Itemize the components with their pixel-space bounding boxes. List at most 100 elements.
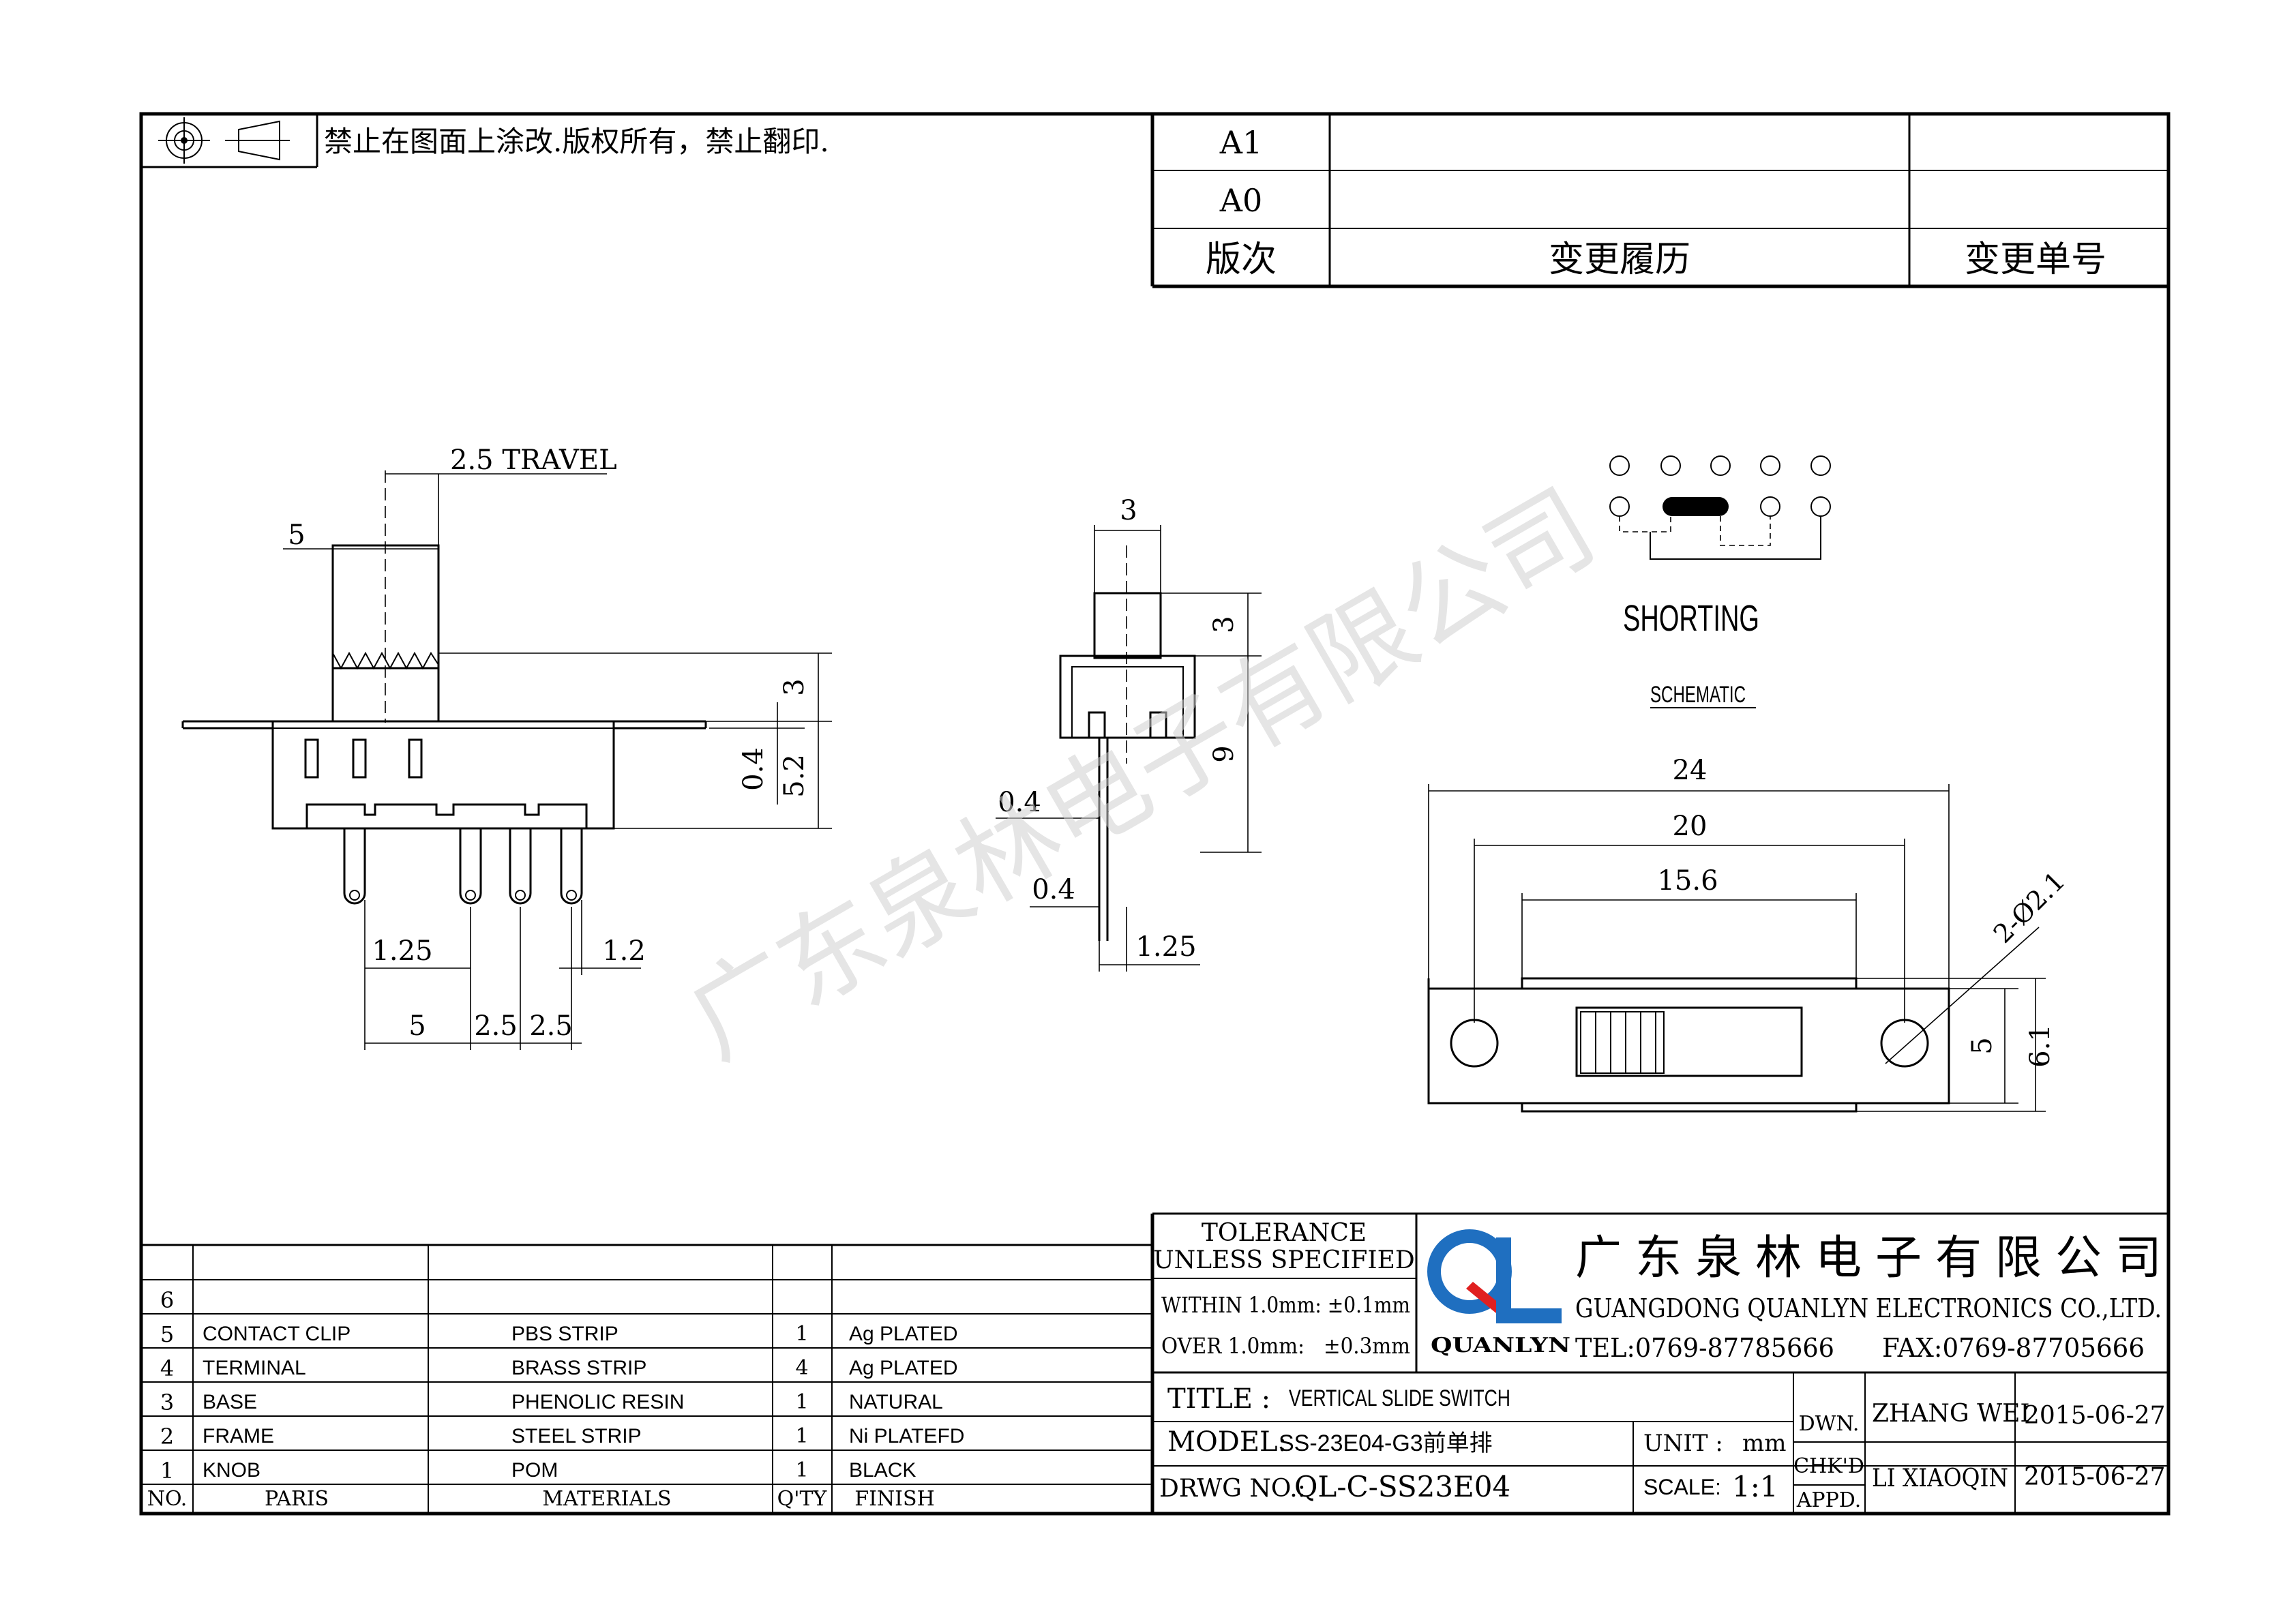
dim-0-4-end-a: 0.4: [998, 787, 1041, 818]
revision-col-rev: 版次: [1206, 239, 1277, 280]
bom-header-qty: Q'TY: [777, 1487, 828, 1511]
bom-table: 6 5 CONTACT CLIP PBS STRIP 1 Ag PLATED 4…: [141, 1244, 1152, 1514]
bom-part: FRAME: [203, 1425, 274, 1447]
drawn-date: 2015-06-27: [2024, 1402, 2166, 1430]
bom-finish: Ni PLATEFD: [849, 1425, 964, 1447]
bom-part: BASE: [203, 1391, 257, 1413]
dim-travel: 2.5 TRAVEL: [450, 445, 617, 476]
bom-no: 3: [160, 1390, 174, 1415]
dim-5-bottom: 5: [408, 1010, 426, 1042]
bom-qty: 4: [795, 1356, 808, 1380]
title-label: TITLE :: [1167, 1383, 1270, 1415]
drwg-label: DRWG NO.:: [1159, 1475, 1306, 1503]
dim-3-side: 3: [779, 678, 810, 695]
bom-material: STEEL STRIP: [511, 1425, 642, 1447]
scale-label: SCALE:: [1643, 1475, 1721, 1499]
bom-no: 5: [160, 1321, 174, 1347]
bom-no: 2: [160, 1424, 174, 1450]
bom-finish: Ag PLATED: [849, 1357, 958, 1379]
end-view: 3 3 9 0.4 0.4 1.25: [996, 495, 1262, 972]
drawn-by: ZHANG WEI: [1872, 1400, 2030, 1428]
appd-label: APPD.: [1796, 1488, 1862, 1512]
company-name-cn: 广东泉林电子有限公司: [1575, 1231, 2162, 1285]
bom-material: POM: [511, 1459, 558, 1482]
bom-row: 1 KNOB POM 1 BLACK: [160, 1458, 916, 1484]
dim-5-top: 5: [288, 520, 305, 551]
top-view: 24 20 15.6 2-Ø2.1 5 6.1: [1427, 755, 2071, 1113]
bom-row: 3 BASE PHENOLIC RESIN 1 NATURAL: [160, 1390, 943, 1415]
revision-table: A1 A0 版次 变更履历 变更单号: [1150, 114, 2168, 288]
company-tel: TEL:0769-87785666: [1575, 1333, 1834, 1363]
model-value: SS-23E04-G3前单排: [1279, 1430, 1493, 1456]
side-view-pins: [343, 828, 583, 905]
chkd-label: CHK'D: [1793, 1454, 1864, 1478]
bom-no: 1: [160, 1458, 174, 1484]
dim-2-5a: 2.5: [474, 1010, 518, 1042]
bom-finish: BLACK: [849, 1459, 916, 1482]
company-logo: QUANLYN: [1427, 1229, 1570, 1357]
bom-material: PBS STRIP: [511, 1323, 618, 1345]
mount-hole-left: [1450, 1019, 1499, 1068]
copyright-notice: 禁止在图面上涂改.版权所有，禁止翻印.: [324, 125, 829, 158]
tolerance-title: TOLERANCE: [1202, 1219, 1367, 1247]
logo-text: QUANLYN: [1431, 1334, 1570, 1357]
dim-5-top-view: 5: [1967, 1037, 1998, 1054]
bom-header-row: NO. PARIS MATERIALS Q'TY FINISH: [147, 1487, 935, 1511]
projection-symbol-icon: [158, 117, 290, 164]
dim-3-end-right: 3: [1208, 616, 1240, 633]
revision-a1: A1: [1219, 124, 1263, 161]
dim-15-6: 15.6: [1657, 865, 1718, 897]
dim-1-25-end: 1.25: [1135, 931, 1196, 963]
bom-qty: 1: [795, 1390, 808, 1414]
revision-col-history: 变更履历: [1549, 239, 1690, 280]
schematic-label: SCHEMATIC: [1650, 682, 1746, 708]
title-block: TOLERANCE UNLESS SPECIFIED WITHIN 1.0mm:…: [1150, 1212, 2168, 1514]
bom-row: 5 CONTACT CLIP PBS STRIP 1 Ag PLATED: [160, 1321, 958, 1347]
checked-date: 2015-06-27: [2024, 1463, 2166, 1491]
revision-col-number: 变更单号: [1965, 239, 2106, 280]
dwn-label: DWN.: [1799, 1412, 1860, 1436]
dim-0-4-end-b: 0.4: [1032, 874, 1075, 905]
tolerance-subtitle: UNLESS SPECIFIED: [1153, 1246, 1414, 1274]
bom-header-finish: FINISH: [854, 1487, 934, 1511]
scale-value: 1:1: [1732, 1470, 1778, 1503]
dim-6-1: 6.1: [2025, 1024, 2056, 1068]
bom-header-part: PARIS: [265, 1487, 329, 1511]
company-fax: FAX:0769-87705666: [1882, 1333, 2145, 1363]
dim-20: 20: [1673, 811, 1708, 842]
dim-3-end-top: 3: [1120, 495, 1137, 526]
bom-header-material: MATERIALS: [542, 1487, 671, 1511]
bom-part: TERMINAL: [203, 1357, 306, 1379]
drwg-value: QL-C-SS23E04: [1294, 1470, 1510, 1503]
dim-5-2-side: 5.2: [779, 754, 810, 798]
title-value: VERTICAL SLIDE SWITCH: [1289, 1385, 1510, 1411]
notice-box: 禁止在图面上涂改.版权所有，禁止翻印.: [141, 114, 829, 168]
bom-qty: 1: [795, 1458, 808, 1482]
bom-finish: NATURAL: [849, 1391, 943, 1413]
side-view: 2.5 TRAVEL 5 3 0.4 5.2 1.25 1.2 5 2.5 2.…: [181, 445, 832, 1050]
dim-1-25-side: 1.25: [372, 935, 432, 967]
mount-hole-right: [1880, 1019, 1929, 1068]
bom-row: 4 TERMINAL BRASS STRIP 4 Ag PLATED: [160, 1355, 958, 1381]
checked-by: LI XIAOQIN: [1872, 1465, 2008, 1492]
model-label: MODEL:: [1167, 1426, 1287, 1458]
dim-1-2-side: 1.2: [602, 935, 646, 967]
unit-value: mm: [1742, 1430, 1786, 1457]
bom-part: KNOB: [203, 1459, 260, 1482]
dim-2-5b: 2.5: [529, 1010, 573, 1042]
company-name-en: GUANGDONG QUANLYN ELECTRONICS CO.,LTD.: [1575, 1293, 2162, 1323]
tolerance-over: OVER 1.0mm: ±0.3mm: [1161, 1333, 1410, 1359]
bom-finish: Ag PLATED: [849, 1323, 958, 1345]
bom-material: PHENOLIC RESIN: [511, 1391, 684, 1413]
revision-a0: A0: [1219, 182, 1263, 219]
shorting-schematic: SHORTING SCHEMATIC: [1609, 455, 1831, 708]
bom-qty: 1: [795, 1322, 808, 1346]
bom-part: CONTACT CLIP: [203, 1323, 351, 1345]
dim-24: 24: [1673, 755, 1708, 786]
schematic-shorting: SHORTING: [1623, 598, 1759, 639]
dim-0-4-side: 0.4: [738, 747, 769, 791]
bom-row: 6: [160, 1287, 174, 1313]
bom-header-no: NO.: [147, 1487, 188, 1511]
unit-label: UNIT :: [1643, 1430, 1723, 1457]
